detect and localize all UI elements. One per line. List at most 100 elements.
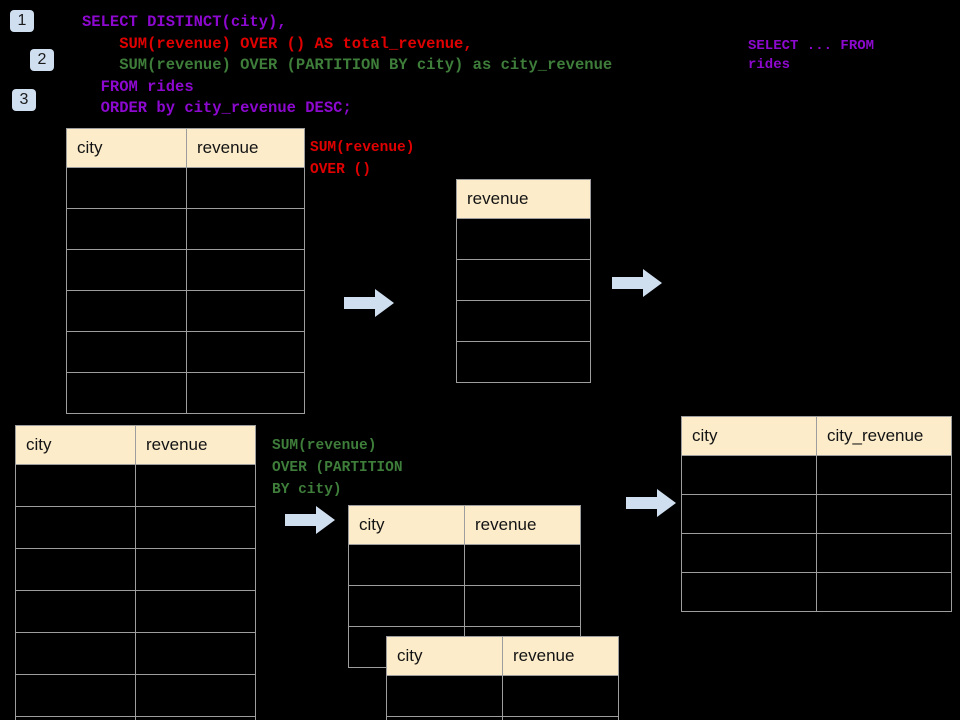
step-badge-1: 1 <box>10 10 34 32</box>
column-header: city <box>15 425 136 465</box>
sql-snippet-line-2: rides <box>748 57 791 73</box>
table-cell <box>186 331 305 373</box>
table-row <box>15 674 256 717</box>
arrow-source-to-partition <box>285 505 335 535</box>
table-cell <box>816 455 952 495</box>
table-cell <box>135 590 256 633</box>
table-cell <box>456 300 591 342</box>
callout-sum-over-empty: SUM(revenue)OVER () <box>310 137 414 181</box>
column-header: city <box>386 636 503 676</box>
sql-line-3: SUM(revenue) OVER (PARTITION BY city) as… <box>82 56 613 74</box>
column-header: city_revenue <box>816 416 952 456</box>
table-cell <box>456 341 591 383</box>
table-cell <box>816 533 952 573</box>
arrow-glyph-icon <box>285 506 335 534</box>
column-header: city <box>348 505 465 545</box>
table-cell <box>816 572 952 612</box>
table-row <box>456 341 591 383</box>
arrow-glyph-icon <box>612 269 662 297</box>
column-header: revenue <box>456 179 591 219</box>
arrow-glyph-icon <box>626 489 676 517</box>
table-cell <box>186 208 305 250</box>
column-header: revenue <box>464 505 581 545</box>
sql-query-block: SELECT DISTINCT(city), SUM(revenue) OVER… <box>82 12 612 120</box>
table-cell <box>15 548 136 591</box>
table-cell <box>186 167 305 209</box>
table-cell <box>135 548 256 591</box>
callout-line: SUM(revenue) <box>272 438 377 454</box>
table-row <box>348 544 581 586</box>
table-row <box>15 464 256 507</box>
column-header: city <box>66 128 187 168</box>
table-cell <box>186 290 305 332</box>
arrow-glyph-icon <box>344 289 394 317</box>
table-row <box>66 208 305 250</box>
table-row <box>386 675 619 717</box>
table-cell <box>681 455 817 495</box>
column-header: city <box>681 416 817 456</box>
step-badge-2: 2 <box>30 49 54 71</box>
table-cell <box>681 572 817 612</box>
table-cell <box>15 716 136 720</box>
table-row <box>66 331 305 373</box>
arrow-source-to-total <box>344 288 394 318</box>
table-cell <box>135 632 256 675</box>
table-row <box>66 290 305 332</box>
table-row <box>15 548 256 591</box>
table-cell <box>66 167 187 209</box>
table-header-row: revenue <box>456 179 591 219</box>
callout-line: BY city) <box>272 482 342 498</box>
table-row <box>66 249 305 291</box>
table-cell <box>186 249 305 291</box>
table-row <box>681 533 952 573</box>
table-cell <box>15 590 136 633</box>
table-cell <box>135 716 256 720</box>
table-row <box>681 494 952 534</box>
sql-line-2: SUM(revenue) OVER () AS total_revenue, <box>82 34 473 53</box>
table-cell <box>348 544 465 586</box>
table-cell <box>386 716 503 720</box>
callout-line: OVER () <box>310 162 371 178</box>
table-row <box>348 585 581 627</box>
table-row <box>456 218 591 260</box>
table-cell <box>66 372 187 414</box>
table-cell <box>135 464 256 507</box>
table-cell <box>464 585 581 627</box>
table-cell <box>681 494 817 534</box>
table-cell <box>66 290 187 332</box>
table-cell <box>66 249 187 291</box>
table-cell <box>135 674 256 717</box>
table-row <box>66 372 305 414</box>
table-row <box>681 455 952 495</box>
table-cell <box>66 331 187 373</box>
sql-line-4: FROM rides <box>82 77 194 96</box>
column-header: revenue <box>502 636 619 676</box>
table-cell <box>15 506 136 549</box>
table-cell <box>15 464 136 507</box>
table-row <box>15 506 256 549</box>
arrow-partition-to-result <box>626 488 676 518</box>
sql-snippet-line-1: SELECT ... FROM <box>748 38 875 54</box>
callout-sum-over-partition: SUM(revenue) OVER (PARTITION BY city) <box>272 435 403 501</box>
column-header: revenue <box>186 128 305 168</box>
table-cell <box>135 506 256 549</box>
table-cell <box>348 585 465 627</box>
table-row <box>66 167 305 209</box>
table-cell <box>502 716 619 720</box>
table-row <box>15 716 256 720</box>
callout-line: OVER (PARTITION <box>272 460 403 476</box>
table-cell <box>681 533 817 573</box>
table-row <box>386 716 619 720</box>
sql-line-1: SELECT DISTINCT(city), <box>82 13 287 31</box>
table-cell <box>464 544 581 586</box>
table-cell <box>456 259 591 301</box>
table-cell <box>502 675 619 717</box>
table-row <box>456 300 591 342</box>
sql-snippet-select-from-rides: SELECT ... FROM rides <box>748 37 874 75</box>
